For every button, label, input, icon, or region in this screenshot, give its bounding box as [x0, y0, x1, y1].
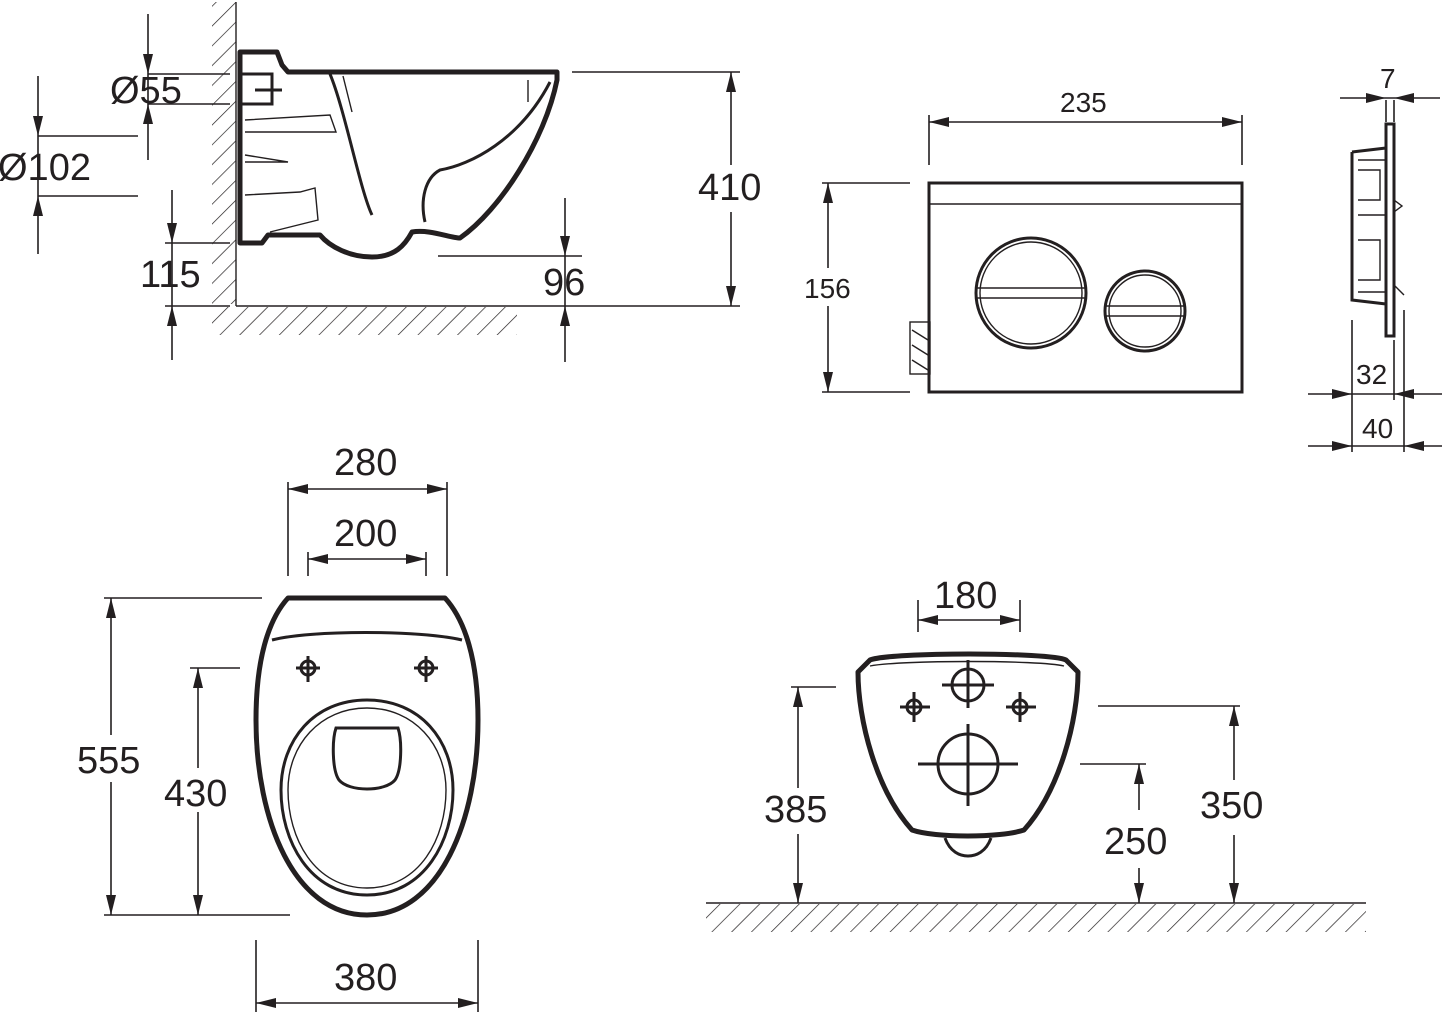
rear-floor-hatching	[706, 904, 1366, 932]
top-seat-outline	[279, 698, 455, 897]
dim-outlet-height-rear: 250	[1104, 821, 1167, 863]
dim-bolt-height: 385	[764, 789, 827, 831]
seat-bolt-left	[296, 656, 320, 682]
dim-pipe-large: Ø102	[0, 147, 91, 189]
dim-inlet-height-rear: 350	[1200, 785, 1263, 827]
rear-bolt-right	[1006, 692, 1036, 722]
small-flush-button	[1103, 269, 1187, 353]
dim-bowl-width: 380	[334, 957, 397, 999]
wall-hatching	[212, 2, 236, 304]
top-rim-line	[271, 631, 463, 642]
dim-plate-height: 156	[804, 273, 851, 304]
large-flush-button	[974, 236, 1088, 350]
side-rim-detail	[342, 75, 529, 113]
dim-hole-to-front: 430	[164, 773, 227, 815]
side-inlet-pipe	[242, 72, 282, 106]
dim-rear-width: 280	[334, 442, 397, 484]
dim-hole-spacing: 200	[334, 513, 397, 555]
top-view: 280 200 380 555 430	[77, 442, 481, 1012]
side-view: Ø55 Ø102 115 96 410	[0, 2, 761, 362]
dim-overall-height: 410	[698, 167, 761, 209]
dim-plate-depth-max: 40	[1362, 413, 1393, 444]
side-mount-detail	[244, 114, 337, 233]
plate-side-face	[1384, 122, 1396, 338]
side-bowl-inner	[328, 73, 552, 223]
dim-bolt-spacing: 180	[934, 575, 997, 617]
rear-inlet-hole	[942, 660, 994, 708]
flush-plate-front-view: 235 156	[804, 87, 1244, 394]
flush-plate-outline	[927, 181, 1244, 394]
plate-mount-bracket	[909, 321, 931, 375]
rear-outlet-hole	[918, 724, 1018, 806]
dim-inlet-height: 115	[140, 254, 201, 296]
top-bowl-outline	[253, 595, 481, 918]
dim-plate-depth-min: 32	[1356, 359, 1387, 390]
dim-outlet-height: 96	[543, 262, 585, 304]
dim-pipe-small: Ø55	[110, 70, 182, 112]
rear-bolt-left	[900, 692, 930, 722]
side-bowl-outline	[237, 49, 560, 260]
rear-bowl-outline	[855, 651, 1081, 839]
dim-plate-thickness: 7	[1380, 63, 1396, 94]
dim-length: 555	[77, 740, 140, 782]
rear-outlet-foot	[943, 837, 993, 858]
floor-hatching	[212, 307, 517, 335]
rear-view: 180 385 250 350	[706, 575, 1366, 932]
flush-plate-side-view: 7 32 40	[1308, 63, 1442, 452]
top-bowl-opening	[331, 726, 403, 791]
dim-plate-width: 235	[1060, 87, 1107, 118]
seat-bolt-right	[414, 656, 438, 682]
